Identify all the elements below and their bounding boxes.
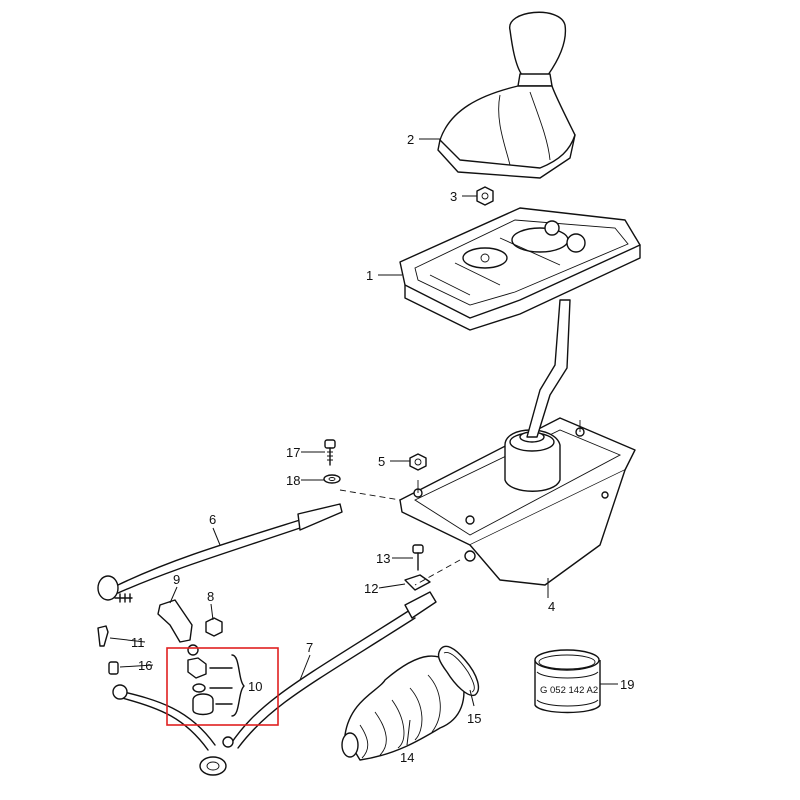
label-part-13: 13 (376, 551, 390, 566)
label-part-8: 8 (207, 589, 214, 604)
leader-lines (109, 138, 618, 746)
bolt-washer (323, 439, 341, 484)
bushing-set (187, 644, 245, 717)
label-part-3: 3 (450, 189, 457, 204)
part-code-label: G 052 142 A2 (540, 685, 598, 696)
rubber-boot (341, 655, 465, 761)
label-part-16: 16 (138, 658, 152, 673)
nut (476, 186, 494, 206)
hex-nut (409, 453, 427, 471)
label-part-7: 7 (306, 640, 313, 655)
sleeve: G 052 142 A2 (534, 649, 601, 714)
label-part-19: 19 (620, 677, 634, 692)
label-part-10: 10 (248, 679, 262, 694)
label-part-9: 9 (173, 572, 180, 587)
label-part-18: 18 (286, 473, 300, 488)
linkage-lever (97, 625, 234, 776)
label-part-4: 4 (548, 599, 555, 614)
label-part-12: 12 (364, 581, 378, 596)
selector-cable (97, 503, 343, 603)
gear-knob-boot (437, 11, 576, 179)
alignment-line (339, 489, 461, 586)
bolt-bracket (404, 544, 431, 591)
label-part-17: 17 (286, 445, 300, 460)
label-part-14: 14 (400, 750, 414, 765)
label-part-15: 15 (467, 711, 481, 726)
shift-housing (399, 299, 636, 586)
clamp (157, 599, 223, 643)
label-part-6: 6 (209, 512, 216, 527)
label-part-2: 2 (407, 132, 414, 147)
label-part-5: 5 (378, 454, 385, 469)
label-part-11: 11 (131, 635, 145, 650)
cover-plate (399, 207, 641, 331)
highlight-box (166, 647, 279, 726)
label-part-1: 1 (366, 268, 373, 283)
o-ring (437, 645, 480, 697)
shift-cable (229, 591, 437, 749)
